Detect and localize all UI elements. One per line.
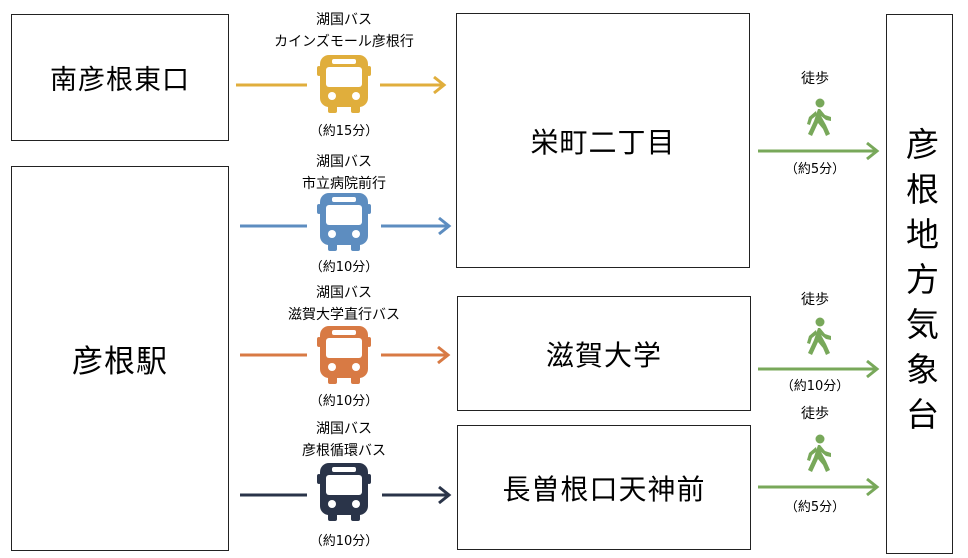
walk-label: 徒歩 (801, 406, 829, 422)
walk-arrow (758, 477, 880, 497)
origin-label: 彦根駅 (72, 344, 168, 380)
route-line: カインズモール彦根行 (274, 34, 414, 50)
route-label: 湖国バス カインズモール彦根行 (274, 9, 414, 53)
origin-box-minami-hikone-higashiguchi: 南彦根東口 (11, 14, 229, 141)
bus-icon (317, 463, 371, 521)
route-operator: 湖国バス (316, 421, 372, 437)
bus-icon (317, 326, 371, 384)
route-time: （約10分） (309, 534, 379, 549)
walk-time: （約10分） (780, 379, 850, 394)
stop-label: 長曽根口天神前 (502, 472, 706, 506)
bus-icon (317, 55, 371, 113)
route-arrow (240, 485, 452, 505)
walk-time: （約5分） (784, 500, 846, 515)
route-line: 滋賀大学直行バス (288, 307, 400, 323)
origin-box-hikone-station: 彦根駅 (11, 166, 229, 551)
route-line: 市立病院前行 (302, 176, 386, 192)
route-arrow (240, 216, 452, 236)
stop-box-shiga-univ: 滋賀大学 (457, 296, 751, 411)
stop-box-nagasone: 長曽根口天神前 (457, 425, 751, 550)
stop-label: 栄町二丁目 (530, 125, 676, 159)
route-operator: 湖国バス (316, 285, 372, 301)
route-label: 湖国バス 市立病院前行 (302, 151, 386, 195)
route-label: 湖国バス 彦根循環バス (302, 418, 386, 462)
walk-label: 徒歩 (801, 292, 829, 308)
route-arrow (240, 345, 451, 365)
origin-label: 南彦根東口 (50, 65, 190, 96)
walking-person-icon (807, 317, 831, 355)
route-operator: 湖国バス (316, 154, 372, 170)
stop-label: 滋賀大学 (545, 338, 662, 372)
route-time: （約15分） (309, 124, 379, 139)
route-arrow (236, 75, 447, 95)
bus-icon (317, 193, 371, 251)
walk-time: （約5分） (784, 162, 846, 177)
stop-box-sakaemachi: 栄町二丁目 (456, 13, 750, 268)
walk-arrow (758, 141, 880, 161)
walking-person-icon (807, 434, 831, 472)
walk-arrow (758, 359, 880, 379)
walking-person-icon (807, 98, 831, 136)
route-time: （約10分） (309, 394, 379, 409)
route-line: 彦根循環バス (302, 443, 386, 459)
route-label: 湖国バス 滋賀大学直行バス (288, 282, 400, 326)
destination-box: 彦根地方気象台 (886, 14, 953, 554)
route-time: （約10分） (309, 260, 379, 275)
destination-label: 彦根地方気象台 (900, 126, 940, 442)
route-operator: 湖国バス (315, 12, 372, 28)
walk-label: 徒歩 (801, 71, 829, 87)
